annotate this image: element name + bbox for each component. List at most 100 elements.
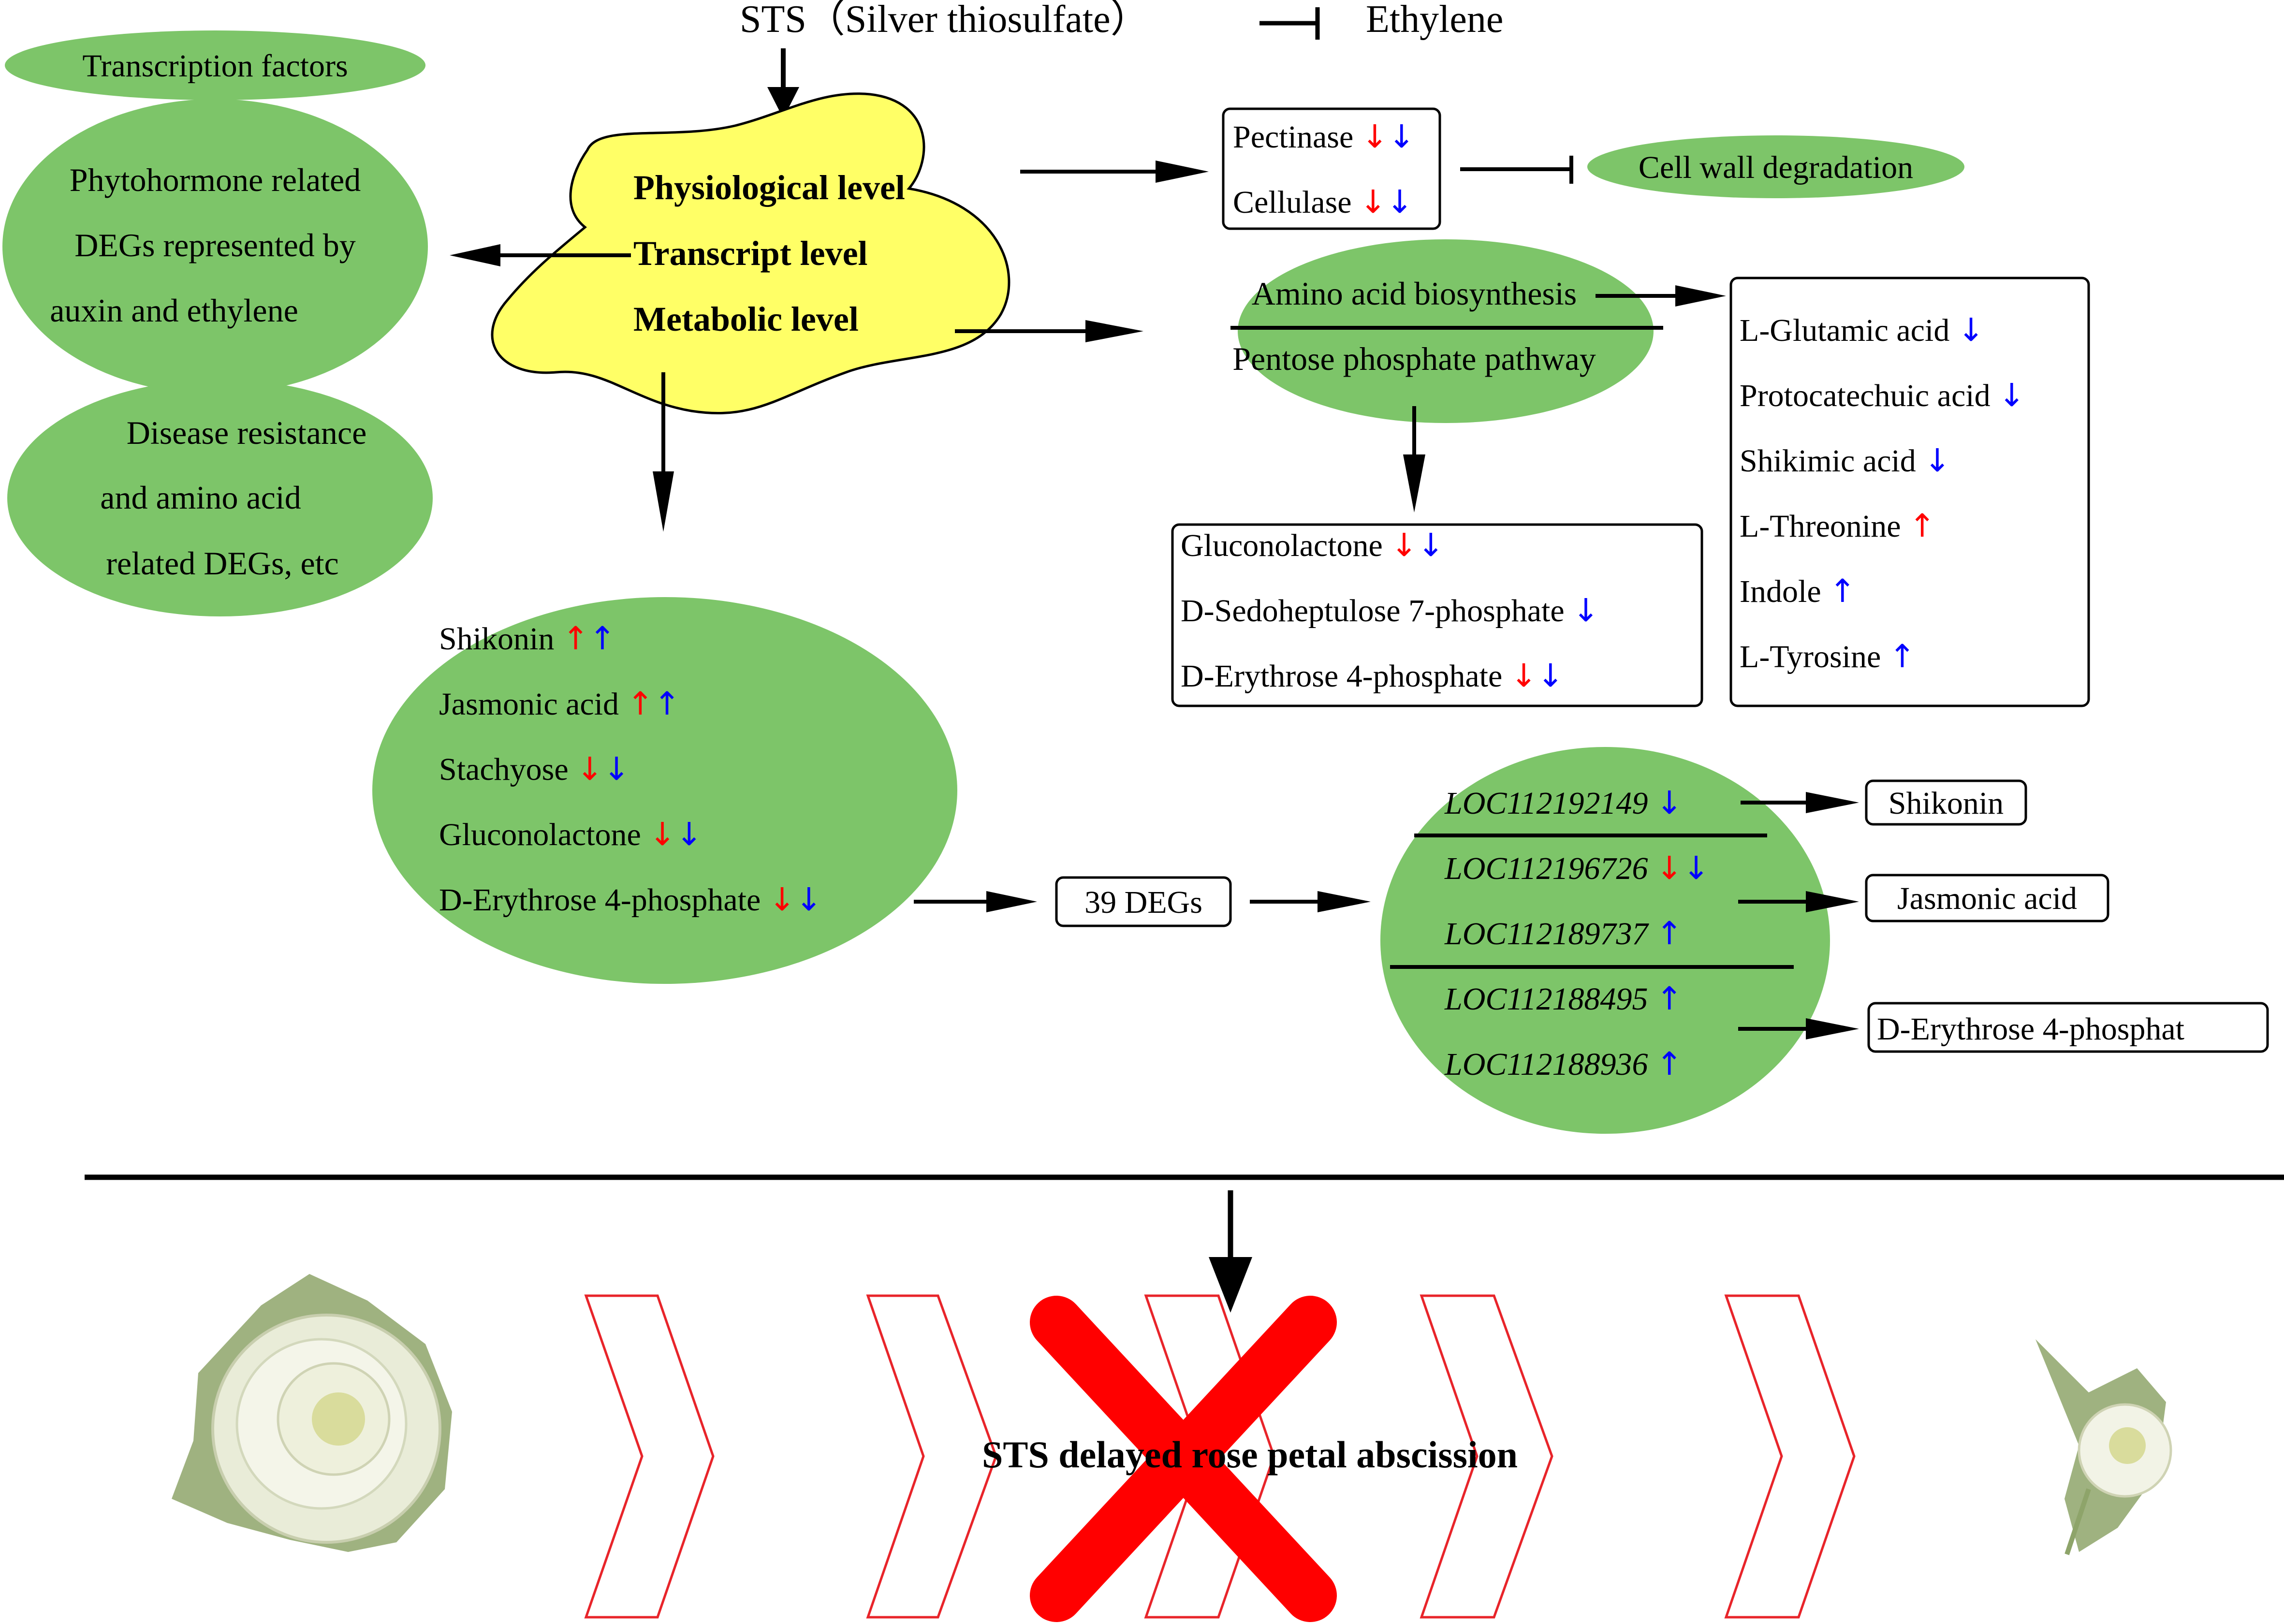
metabolite-item: Shikonin ↑↑ [439, 620, 616, 657]
up-arrow-icon: ↑ [589, 620, 615, 657]
transcription-factors-label: Transcription factors [82, 48, 348, 84]
item-label: L-Tyrosine [1740, 639, 1889, 674]
item-label: Shikimic acid [1740, 443, 1924, 479]
item-label: D-Sedoheptulose 7-phosphate [1181, 593, 1572, 629]
item-label: Gluconolactone [439, 817, 649, 852]
ppp-metabolite-box [1171, 523, 1703, 707]
disease-line-2: and amino acid [100, 479, 301, 516]
abscission-caption: STS delayed rose petal abscission [982, 1434, 1518, 1476]
pentose-phosphate-label: Pentose phosphate pathway [1232, 340, 1596, 377]
down-arrow-icon: ↓ [1510, 657, 1537, 694]
arrow-to-aa-box [1596, 285, 1726, 307]
aa-item: L-Threonine ↑ [1740, 507, 1935, 544]
degs-box [1055, 876, 1232, 927]
arrow-to-shikonin [1741, 792, 1859, 813]
transcript-level-label: Transcript level [633, 234, 868, 273]
down-arrow-icon: ↓ [1388, 118, 1415, 155]
aa-item: Protocatechuic acid ↓ [1740, 377, 2025, 414]
ppp-item: Gluconolactone ↓↓ [1181, 527, 1444, 564]
item-label: LOC112188495 [1444, 981, 1656, 1017]
phytohormone-ellipse [2, 99, 428, 394]
target-jasmonic-box [1865, 874, 2109, 922]
down-arrow-icon: ↓ [1683, 849, 1709, 887]
aa-metabolite-box [1729, 277, 2090, 707]
down-arrow-icon: ↓ [1656, 849, 1683, 887]
arrow-to-degs [914, 891, 1037, 912]
target-erythrose-label: D-Erythrose 4-phosphat [1877, 1011, 2184, 1047]
up-arrow-icon: ↑ [1889, 638, 1916, 675]
ppp-item: D-Sedoheptulose 7-phosphate ↓ [1181, 592, 1599, 629]
phytohormone-line-2: DEGs represented by [74, 227, 356, 263]
arrow-to-genes [1250, 891, 1371, 912]
up-arrow-icon: ↑ [1829, 572, 1856, 610]
disease-ellipse [7, 380, 433, 616]
down-arrow-icon: ↓ [1656, 784, 1683, 821]
down-arrow-icon: ↓ [603, 750, 630, 788]
physiological-level-label: Physiological level [633, 168, 905, 207]
metabolite-item: Jasmonic acid ↑↑ [439, 685, 680, 722]
cell-wall-label: Cell wall degradation [1639, 150, 1913, 185]
phytohormone-line-1: Phytohormone related [70, 161, 361, 198]
up-arrow-icon: ↑ [1656, 1045, 1683, 1083]
arrow-to-jasmonic [1738, 891, 1859, 912]
ethylene-label: Ethylene [1366, 0, 1503, 41]
target-shikonin-box [1865, 779, 2027, 826]
item-label: L-Threonine [1740, 509, 1909, 544]
item-label: LOC112188936 [1444, 1047, 1656, 1082]
degs-label: 39 DEGs [1084, 885, 1202, 920]
down-arrow-icon: ↓ [1386, 183, 1413, 220]
up-arrow-icon: ↑ [562, 620, 589, 657]
chevron-1 [584, 1294, 715, 1619]
arrow-to-metabolite-ellipse [653, 372, 674, 532]
metabolite-item: Gluconolactone ↓↓ [439, 816, 703, 853]
enzyme-item: Pectinase ↓↓ [1233, 118, 1415, 155]
item-label: LOC112192149 [1444, 786, 1656, 821]
item-label: Protocatechuic acid [1740, 378, 1998, 413]
gene-item: LOC112196726 ↓↓ [1444, 849, 1710, 887]
disease-line-3: related DEGs, etc [106, 545, 338, 582]
item-label: LOC112189737 [1444, 916, 1656, 951]
item-label: Stachyose [439, 752, 576, 787]
item-label: LOC112196726 [1444, 851, 1656, 886]
arrow-to-phytohormone [450, 244, 631, 266]
target-jasmonic-label: Jasmonic acid [1897, 881, 2077, 916]
up-arrow-icon: ↑ [1656, 980, 1683, 1017]
disease-line-1: Disease resistance [127, 414, 367, 451]
open-rose-image [172, 1274, 452, 1552]
aa-item: Indole ↑ [1740, 572, 1856, 610]
item-label: Gluconolactone [1181, 528, 1391, 563]
aa-item: L-Glutamic acid ↓ [1740, 311, 1984, 349]
down-arrow-icon: ↓ [676, 816, 703, 853]
up-arrow-icon: ↑ [654, 685, 680, 722]
arrow-to-ppp-box [1403, 406, 1425, 512]
transcription-factors-ellipse [5, 30, 425, 100]
item-label: L-Glutamic acid [1740, 313, 1958, 348]
item-label: D-Erythrose 4-phosphate [439, 882, 769, 918]
target-shikonin-label: Shikonin [1889, 786, 2004, 821]
down-arrow-icon: ↓ [795, 881, 822, 918]
up-arrow-icon: ↑ [1656, 915, 1683, 952]
chevron-4 [1420, 1294, 1553, 1619]
chevron-2 [866, 1294, 997, 1619]
up-arrow-icon: ↑ [1909, 507, 1935, 544]
amino-acid-biosynthesis-label: Amino acid biosynthesis [1252, 275, 1577, 312]
target-erythrose-box [1867, 1002, 2269, 1053]
gene-ellipse [1380, 747, 1830, 1134]
metabolite-item: D-Erythrose 4-phosphate ↓↓ [439, 881, 822, 918]
item-label: Shikonin [439, 621, 562, 657]
down-arrow-icon: ↓ [1537, 657, 1564, 694]
arrow-to-erythrose [1738, 1018, 1859, 1039]
item-label: Indole [1740, 574, 1829, 609]
down-arrow-icon: ↓ [1958, 311, 1984, 349]
metabolite-ellipse [372, 597, 957, 984]
blocked-cross-icon [1030, 1296, 1337, 1622]
gene-item: LOC112189737 ↑ [1444, 915, 1683, 952]
aa-item: Shikimic acid ↓ [1740, 442, 1951, 479]
down-arrow-icon: ↓ [1998, 377, 2025, 414]
down-arrow-icon: ↓ [1362, 118, 1388, 155]
arrow-to-pathways [955, 320, 1143, 342]
metabolite-item: Stachyose ↓↓ [439, 750, 630, 788]
enzyme-box [1222, 107, 1441, 230]
ppp-item: D-Erythrose 4-phosphate ↓↓ [1181, 657, 1564, 694]
